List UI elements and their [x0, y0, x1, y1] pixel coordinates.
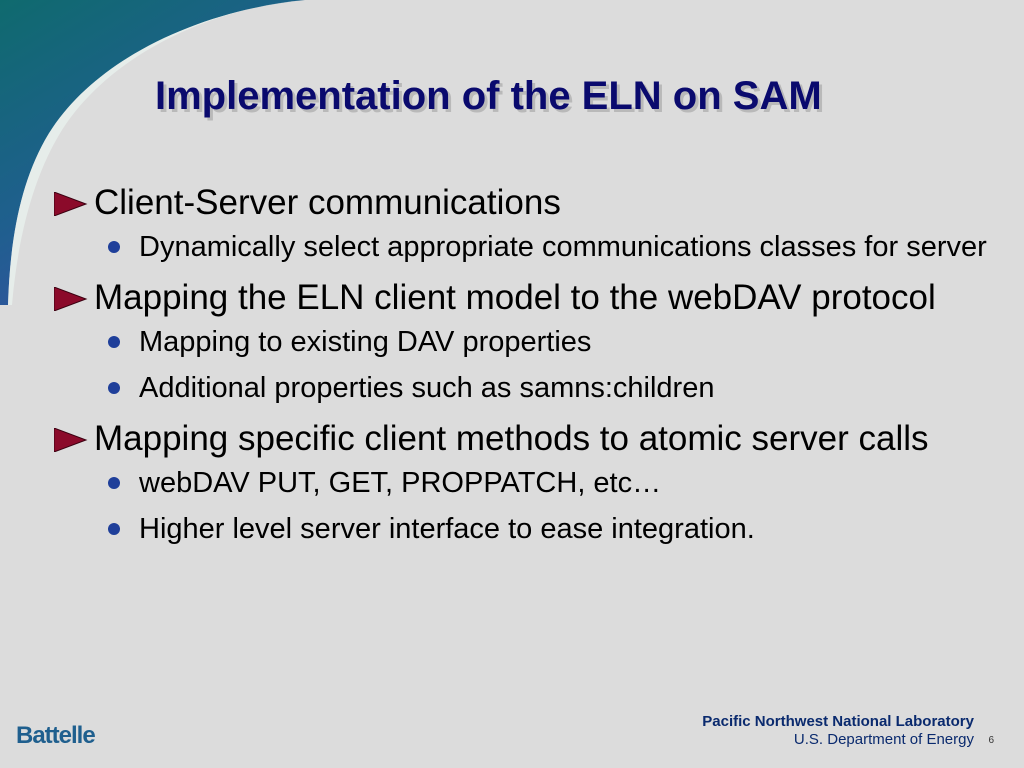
bullet-list: Client-Server communications Dynamically… — [52, 183, 1002, 560]
sub-bullet-group: Mapping to existing DAV properties Addit… — [52, 325, 1002, 405]
corner-swoosh-graphic — [0, 0, 305, 305]
department-name: U.S. Department of Energy — [793, 731, 974, 748]
bullet-text: Client-Server communications — [94, 183, 561, 222]
sub-bullet-text: Additional properties such as samns:chil… — [139, 372, 715, 404]
dot-icon — [108, 477, 120, 489]
sub-bullet-item: Higher level server interface to ease in… — [52, 512, 1002, 546]
lab-name: Pacific Northwest National Laboratory — [702, 713, 974, 730]
sub-bullet-item: Dynamically select appropriate communica… — [52, 230, 1002, 264]
sub-bullet-text: Higher level server interface to ease in… — [139, 513, 755, 545]
bullet-item: Mapping specific client methods to atomi… — [52, 419, 1002, 459]
bullet-text: Mapping the ELN client model to the webD… — [94, 278, 936, 317]
sub-bullet-item: Mapping to existing DAV properties — [52, 325, 1002, 359]
dot-icon — [108, 336, 120, 348]
bullet-text: Mapping specific client methods to atomi… — [94, 419, 929, 458]
sub-bullet-text: Mapping to existing DAV properties — [139, 326, 592, 358]
sub-bullet-item: webDAV PUT, GET, PROPPATCH, etc… — [52, 466, 1002, 500]
triangle-arrow-icon — [54, 428, 88, 452]
battelle-logo: Battelle — [16, 722, 96, 749]
sub-bullet-text: Dynamically select appropriate communica… — [139, 231, 987, 263]
sub-bullet-text: webDAV PUT, GET, PROPPATCH, etc… — [139, 467, 662, 499]
triangle-arrow-icon — [54, 192, 88, 216]
slide-title: Implementation of the ELN on SAM — [155, 74, 822, 118]
triangle-arrow-icon — [54, 287, 88, 311]
bullet-item: Mapping the ELN client model to the webD… — [52, 278, 1002, 318]
sub-bullet-item: Additional properties such as samns:chil… — [52, 371, 1002, 405]
dot-icon — [108, 382, 120, 394]
bullet-item: Client-Server communications — [52, 183, 1002, 223]
sub-bullet-group: webDAV PUT, GET, PROPPATCH, etc… Higher … — [52, 466, 1002, 546]
sub-bullet-group: Dynamically select appropriate communica… — [52, 230, 1002, 264]
dot-icon — [108, 241, 120, 253]
dot-icon — [108, 523, 120, 535]
slide-number: 6 — [988, 735, 994, 746]
